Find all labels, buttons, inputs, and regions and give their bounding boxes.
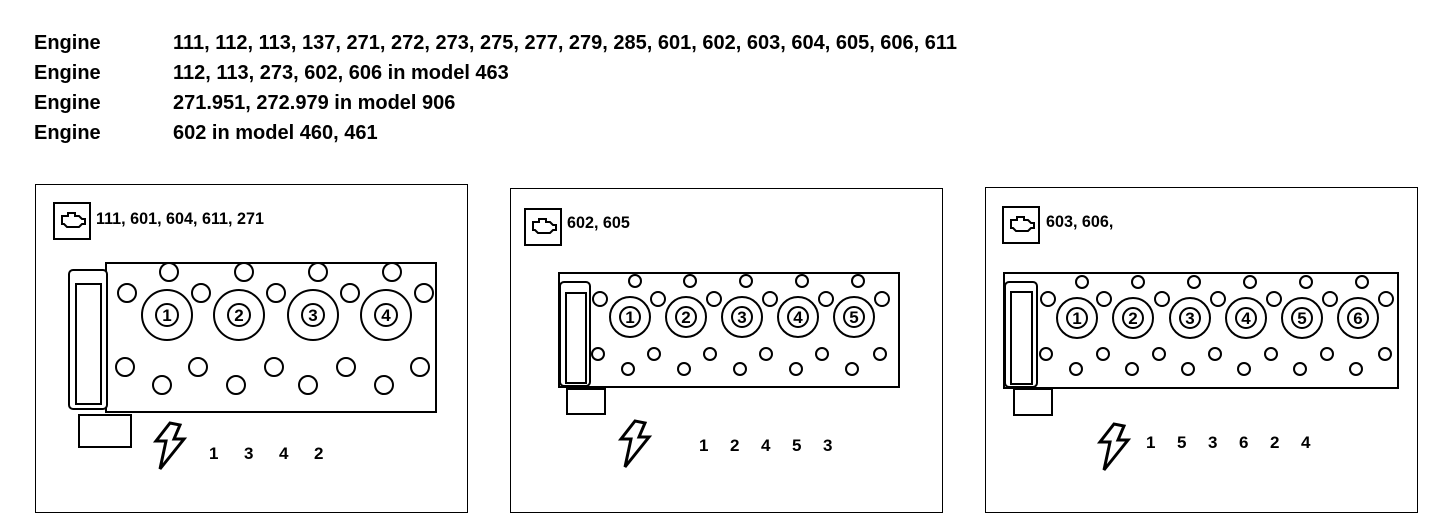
cylinder-number: 3: [737, 308, 746, 327]
firing-order-item: 4: [279, 444, 289, 463]
firing-order-item: 5: [1177, 433, 1187, 452]
cylinder-head-drawing: 1 2 3 4: [68, 262, 437, 470]
cylinder: 3: [287, 289, 339, 341]
cylinder-number: 4: [381, 306, 391, 325]
ignition-bolt-icon: [1096, 422, 1132, 471]
cylinder-number: 1: [162, 306, 171, 325]
cylinder: 1: [1056, 297, 1098, 339]
engine-row-label: Engine: [34, 91, 101, 114]
head-bolt-holes: [591, 274, 890, 376]
cylinder: 4: [1225, 297, 1267, 339]
cylinders-group: 1 2 3 4 5 6: [1056, 297, 1379, 339]
engine-icon: [1002, 206, 1040, 244]
engine-icon: [53, 202, 91, 240]
cylinder-number: 4: [793, 308, 803, 327]
engine-row-label: Engine: [34, 61, 101, 84]
engine-row: Engine 111, 112, 113, 137, 271, 272, 273…: [34, 28, 957, 58]
firing-order-item: 3: [1208, 433, 1218, 452]
ignition-bolt-icon: [617, 419, 653, 468]
firing-order: 1 2 4 5 3: [699, 436, 854, 456]
firing-order-item: 1: [209, 444, 219, 463]
engine-row: Engine 271.951, 272.979 in model 906: [34, 88, 957, 118]
cylinder-number: 1: [1072, 309, 1081, 328]
ignition-bolt-icon: [152, 421, 188, 470]
firing-order: 1 3 4 2: [209, 444, 349, 464]
cylinder-number: 5: [849, 308, 858, 327]
cylinder-number: 6: [1353, 309, 1362, 328]
cylinder-diagram-panel-4cyl: 111, 601, 604, 611, 271 1 2 3: [35, 184, 468, 513]
cylinder-head-drawing: 1 2 3 4 5 6: [1003, 272, 1399, 471]
engine-row: Engine 602 in model 460, 461: [34, 118, 957, 148]
cylinder-number: 3: [308, 306, 317, 325]
cylinder-number: 2: [681, 308, 690, 327]
engine-row-text: 271.951, 272.979 in model 906: [173, 91, 456, 114]
cylinder-number: 3: [1185, 309, 1194, 328]
cylinder: 2: [213, 289, 265, 341]
panel-title: 603, 606,: [1046, 212, 1114, 231]
firing-order-item: 3: [823, 436, 833, 455]
panel-title: 111, 601, 604, 611, 271: [96, 209, 264, 228]
camshaft-end: [566, 388, 606, 415]
cylinder: 1: [609, 296, 651, 338]
cylinder-head-drawing: 1 2 3 4 5: [558, 272, 900, 468]
cylinders-group: 1 2 3 4: [141, 289, 412, 341]
firing-order-item: 2: [730, 436, 740, 455]
engine-row-label: Engine: [34, 121, 101, 144]
head-bolt-holes: [115, 262, 434, 395]
cylinder: 6: [1337, 297, 1379, 339]
cylinder: 3: [721, 296, 763, 338]
firing-order-item: 2: [1270, 433, 1280, 452]
cylinder: 4: [777, 296, 819, 338]
cylinder-number: 2: [1128, 309, 1137, 328]
cylinder: 2: [1112, 297, 1154, 339]
firing-order-item: 2: [314, 444, 324, 463]
cylinder: 2: [665, 296, 707, 338]
cylinder-number: 5: [1297, 309, 1306, 328]
cylinder-diagram-panel-5cyl: 602, 605 1 2 3 4 5 1 2 4 5 3: [510, 188, 943, 513]
cylinder: 4: [360, 289, 412, 341]
firing-order-item: 1: [699, 436, 709, 455]
cylinder: 3: [1169, 297, 1211, 339]
panel-title: 602, 605: [567, 213, 630, 232]
cylinder-diagram-panel-6cyl: 603, 606, 1 2 3 4 5 6 1 5 3 6 2 4: [985, 187, 1418, 513]
firing-order: 1 5 3 6 2 4: [1146, 433, 1332, 453]
cylinders-group: 1 2 3 4 5: [609, 296, 875, 338]
engine-row-text: 112, 113, 273, 602, 606 in model 463: [173, 61, 509, 84]
engine-icon: [524, 208, 562, 246]
engine-row: Engine 112, 113, 273, 602, 606 in model …: [34, 58, 957, 88]
engine-row-label: Engine: [34, 31, 101, 54]
engine-row-text: 111, 112, 113, 137, 271, 272, 273, 275, …: [173, 31, 958, 54]
camshaft-end: [78, 414, 132, 448]
firing-order-item: 3: [244, 444, 254, 463]
cylinder: 5: [1281, 297, 1323, 339]
firing-order-item: 4: [761, 436, 771, 455]
cylinder-number: 1: [625, 308, 634, 327]
head-bolt-holes: [1039, 275, 1394, 376]
cylinder-number: 4: [1241, 309, 1251, 328]
engine-row-text: 602 in model 460, 461: [173, 121, 378, 144]
cylinder: 5: [833, 296, 875, 338]
firing-order-item: 1: [1146, 433, 1156, 452]
firing-order-item: 5: [792, 436, 802, 455]
firing-order-item: 4: [1301, 433, 1311, 452]
engine-applicability-list: Engine 111, 112, 113, 137, 271, 272, 273…: [34, 28, 957, 148]
cylinder-number: 2: [234, 306, 243, 325]
firing-order-item: 6: [1239, 433, 1249, 452]
camshaft-end: [1013, 388, 1053, 416]
cylinder: 1: [141, 289, 193, 341]
